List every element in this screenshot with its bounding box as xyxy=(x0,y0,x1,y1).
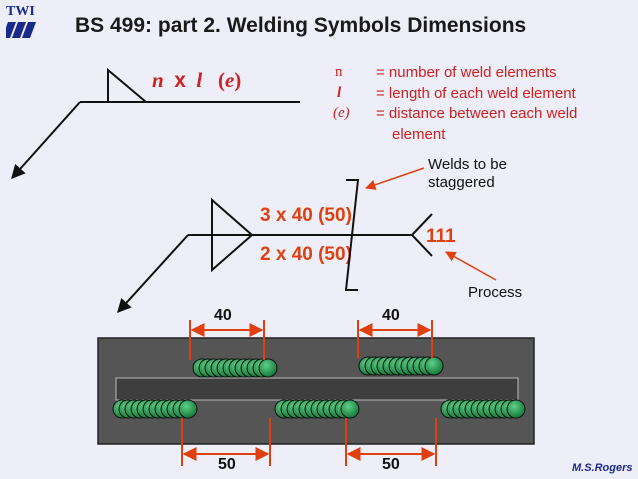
callout-staggered-line2: staggered xyxy=(428,174,495,191)
legend-text-e-cont: element xyxy=(392,126,446,143)
twi-logo: TWI xyxy=(6,4,46,40)
legend-key-n: n xyxy=(335,64,343,80)
formula-x: x xyxy=(174,69,186,92)
formula-e: e xyxy=(224,68,235,92)
fillet-triangle-2-bottom xyxy=(211,234,255,273)
plate-step xyxy=(115,377,519,401)
formula: n x l (e) xyxy=(152,68,241,93)
dim-label-top-left: 40 xyxy=(214,307,232,324)
dim-label-bottom-left: 50 xyxy=(218,456,236,473)
fillet-triangle-2-top xyxy=(211,197,255,236)
symbol-bottom-value: 2 x 40 (50) xyxy=(260,244,352,265)
weld-element-top-2 xyxy=(358,356,444,376)
arrow-line-2 xyxy=(117,234,189,314)
logo-stripes-icon xyxy=(6,22,36,38)
dimension-top-right xyxy=(357,320,433,358)
callout-arrow-process xyxy=(445,251,497,281)
fillet-triangle-1 xyxy=(107,67,149,103)
legend-text-e: = distance between each weld xyxy=(376,105,578,122)
dim-label-bottom-right: 50 xyxy=(382,456,400,473)
legend-key-l: l xyxy=(337,85,342,101)
legend-text-n: = number of weld elements xyxy=(376,64,557,81)
formula-e-open: ( xyxy=(217,68,225,92)
author-signature: M.S.Rogers xyxy=(572,462,633,474)
weld-element-bottom-3 xyxy=(440,399,526,419)
callout-process: Process xyxy=(468,284,523,301)
weld-symbol-2 xyxy=(117,179,433,314)
dimension-bottom-left xyxy=(181,418,271,466)
legend-text-l: = length of each weld element xyxy=(376,85,576,102)
stagger-symbol xyxy=(344,179,360,291)
dimension-top-left xyxy=(189,320,265,360)
callout-staggered-line1: Welds to be xyxy=(428,156,507,173)
weld-element-top-1 xyxy=(192,358,278,378)
formula-l: l xyxy=(196,68,203,92)
dimension-bottom-right xyxy=(345,418,437,466)
weld-element-bottom-2 xyxy=(274,399,360,419)
page-title: BS 499: part 2. Welding Symbols Dimensio… xyxy=(75,14,527,37)
weld-plate xyxy=(97,337,535,445)
logo-text: TWI xyxy=(6,4,35,19)
process-number: 111 xyxy=(426,226,456,247)
legend-key-e: (e) xyxy=(333,105,350,121)
callout-arrow-staggered xyxy=(365,167,425,190)
formula-e-close: ) xyxy=(234,68,242,92)
arrow-line-1 xyxy=(11,101,81,180)
formula-n: n xyxy=(152,68,164,92)
symbol-top-value: 3 x 40 (50) xyxy=(260,205,352,226)
weld-symbol-1 xyxy=(11,67,300,180)
weld-element-bottom-1 xyxy=(112,399,198,419)
tail-symbol xyxy=(410,213,433,257)
dim-label-top-right: 40 xyxy=(382,307,400,324)
